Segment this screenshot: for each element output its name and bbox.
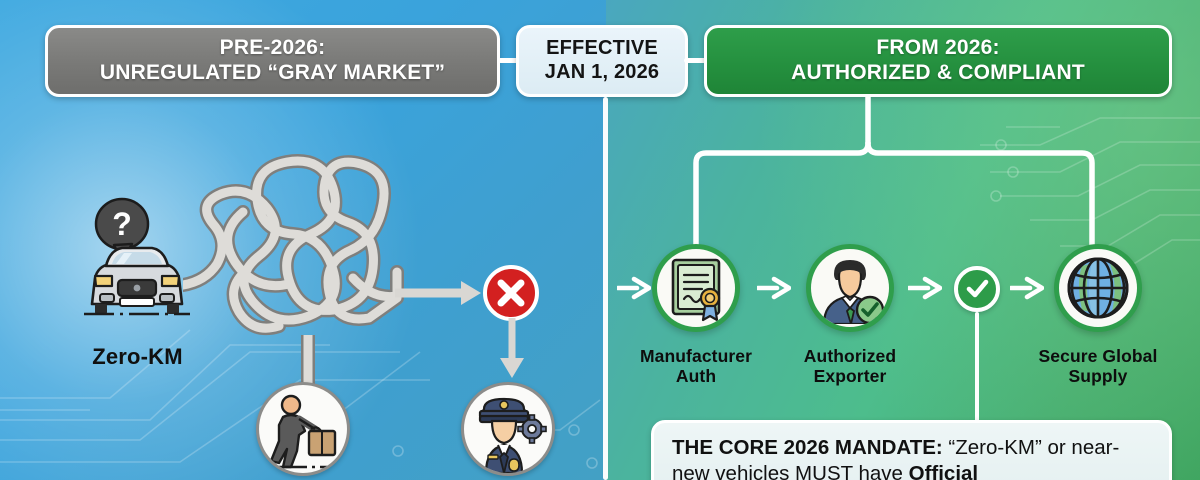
flow-arrow-4 [1010,276,1044,300]
header-pre-2026-line1: PRE-2026: [219,36,326,60]
header-pre-2026-line2: UNREGULATED “GRAY MARKET” [99,61,446,84]
label-secure-global-supply: Secure Global Supply [1024,346,1172,387]
knot-tail-connector [301,335,315,391]
compliance-checkpoint[interactable] [954,266,1000,312]
header-from-2026-line2: AUTHORIZED & COMPLIANT [791,61,1085,84]
zero-km-car-illustration: ? [84,197,190,316]
arrow-x-to-officer [500,318,524,378]
connector-stub-right [684,58,708,63]
label-authorized-exporter: Authorized Exporter [782,346,918,387]
timeline-divider [603,97,608,480]
label-exp-line2: Exporter [813,366,887,387]
green-check-circle-icon [966,279,989,298]
node-authorized-exporter[interactable] [806,244,894,332]
zero-km-label: Zero-KM [92,344,183,369]
businessman-verified-icon [822,260,885,324]
label-manufacturer-auth: Manufacturer Auth [620,346,772,387]
header-pre-2026-box: PRE-2026: UNREGULATED “GRAY MARKET” [45,25,500,97]
label-glb-line1: Secure Global [1038,346,1158,366]
car-front-icon [84,246,190,316]
label-mfr-line1: Manufacturer [639,346,753,366]
customs-officer-gear-icon [478,397,547,473]
smuggler-carrying-box-icon [267,394,337,469]
flow-arrow-3 [908,276,942,300]
globe-icon [1067,257,1129,319]
core-mandate-box: THE CORE 2026 MANDATE: “Zero-KM” or near… [651,420,1172,480]
flow-arrow-1 [617,276,651,300]
header-from-2026-line1: FROM 2026: [876,36,1000,60]
smuggler-icon-badge [256,382,350,476]
connector-stub-left [498,58,520,63]
mandate-bold-part: Official [908,462,979,480]
tangled-knot-icon [183,154,404,336]
node-manufacturer-auth[interactable] [652,244,740,332]
certificate-seal-icon [671,258,721,322]
arrow-to-reject [395,281,481,305]
node-secure-global-supply[interactable] [1054,244,1142,332]
customs-officer-icon-badge [461,382,555,476]
label-exp-line1: Authorized [803,346,897,366]
header-effective-line2: JAN 1, 2026 [544,61,660,83]
mandate-heading: THE CORE 2026 MANDATE: [672,436,943,459]
label-mfr-line2: Auth [675,366,717,387]
label-glb-line2: Supply [1068,366,1128,387]
mandate-text-part1: “Zero-KM” or near-new vehicles MUST have [672,436,1120,480]
header-effective-date-box: EFFECTIVE JAN 1, 2026 [516,25,688,97]
flow-arrow-2 [757,276,791,300]
gear-icon [517,414,547,444]
header-from-2026-box: FROM 2026: AUTHORIZED & COMPLIANT [704,25,1172,97]
checkpoint-to-mandate-connector [975,312,979,424]
svg-text:?: ? [112,206,132,242]
header-effective-line1: EFFECTIVE [546,37,658,60]
red-x-circle-icon [483,265,539,321]
